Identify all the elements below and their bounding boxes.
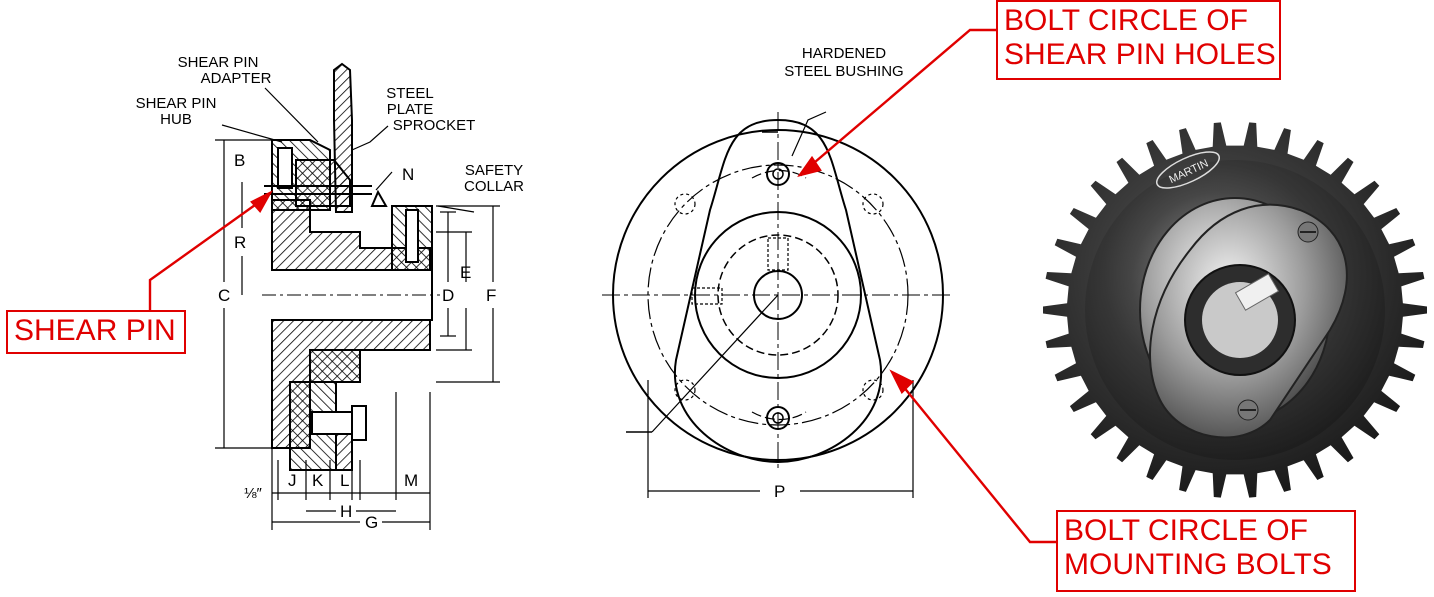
shear-pin-arc-bottom bbox=[751, 411, 807, 421]
dim-c: C bbox=[218, 286, 230, 305]
dim-one-eighth: ⅛″ bbox=[244, 485, 263, 502]
front-view-labels: HARDENED STEEL BUSHING P bbox=[774, 45, 904, 501]
dim-p: P bbox=[774, 482, 785, 501]
callout-bolt-circle-shear-line-2: SHEAR PIN HOLES bbox=[1004, 38, 1276, 71]
bolt-head bbox=[351, 405, 367, 441]
side-section-view bbox=[262, 62, 440, 471]
adapter-lower bbox=[309, 349, 361, 383]
label-safety-collar-1: SAFETY bbox=[465, 162, 523, 179]
label-hardened-steel-bushing-1: HARDENED bbox=[802, 45, 886, 62]
callout-arrows bbox=[148, 28, 1056, 544]
callout-bolt-circle-mounting-line-2: MOUNTING BOLTS bbox=[1064, 548, 1332, 581]
mounting-bolt-hole-2 bbox=[862, 193, 884, 215]
callout-bolt-circle-shear-pin-holes: BOLT CIRCLE OF SHEAR PIN HOLES bbox=[996, 0, 1281, 80]
dim-b: B bbox=[234, 151, 245, 170]
shear-pin-arc-top bbox=[751, 169, 807, 179]
arrow-bolt-circle-mounting bbox=[897, 379, 1056, 544]
label-shear-pin-adapter-1: SHEAR PIN bbox=[178, 54, 259, 71]
front-view bbox=[602, 111, 952, 498]
arrow-bolt-circle-shear bbox=[807, 28, 996, 169]
collar-screw bbox=[405, 209, 419, 263]
set-screw-horizontal bbox=[691, 287, 723, 305]
dim-e: E bbox=[460, 263, 471, 282]
mounting-bolt bbox=[311, 411, 353, 435]
mounting-bolt-hole-1 bbox=[674, 193, 696, 215]
callout-bolt-circle-mounting-bolts: BOLT CIRCLE OF MOUNTING BOLTS bbox=[1056, 510, 1356, 592]
callout-bolt-circle-mounting-line-1: BOLT CIRCLE OF bbox=[1064, 514, 1308, 547]
arrow-shear-pin bbox=[148, 199, 263, 322]
callout-shear-pin-text: SHEAR PIN bbox=[14, 314, 176, 347]
dim-m: M bbox=[404, 471, 418, 490]
mounting-bolt-hole-3 bbox=[674, 379, 696, 401]
side-dimension-lines bbox=[215, 87, 500, 530]
dim-f: F bbox=[486, 286, 496, 305]
dim-l: L bbox=[340, 471, 349, 490]
adapter-flange bbox=[673, 118, 883, 464]
dim-d: D bbox=[442, 286, 454, 305]
dim-r: R bbox=[234, 233, 246, 252]
label-safety-collar-2: COLLAR bbox=[464, 178, 524, 195]
brand-oval bbox=[1156, 151, 1220, 189]
label-shear-pin-hub-1: SHEAR PIN bbox=[136, 95, 217, 112]
grease-fitting bbox=[370, 189, 388, 207]
label-steel-plate-sprocket-1: STEEL bbox=[386, 85, 434, 102]
callout-shear-pin: SHEAR PIN bbox=[6, 310, 186, 354]
dim-g: G bbox=[365, 513, 378, 532]
label-shear-pin-hub-2: HUB bbox=[160, 111, 192, 128]
product-photo: MARTIN bbox=[1043, 122, 1427, 498]
side-view-labels: SHEAR PIN ADAPTER SHEAR PIN HUB STEEL PL… bbox=[136, 54, 525, 532]
dim-h: H bbox=[340, 502, 352, 521]
dim-n: N bbox=[402, 165, 414, 184]
key-photo bbox=[1234, 273, 1280, 311]
dim-k: K bbox=[312, 471, 324, 490]
mounting-bolt-hole-4 bbox=[862, 379, 884, 401]
callout-bolt-circle-shear-line-1: BOLT CIRCLE OF bbox=[1004, 4, 1248, 37]
label-steel-plate-sprocket-2: PLATE bbox=[387, 101, 433, 118]
label-shear-pin-adapter-2: ADAPTER bbox=[201, 70, 272, 87]
label-steel-plate-sprocket-3: SPROCKET bbox=[393, 117, 476, 134]
dim-j: J bbox=[288, 471, 297, 490]
shear-pin-spring bbox=[277, 147, 293, 189]
section-line bbox=[651, 294, 779, 433]
label-hardened-steel-bushing-2: STEEL BUSHING bbox=[784, 63, 903, 80]
